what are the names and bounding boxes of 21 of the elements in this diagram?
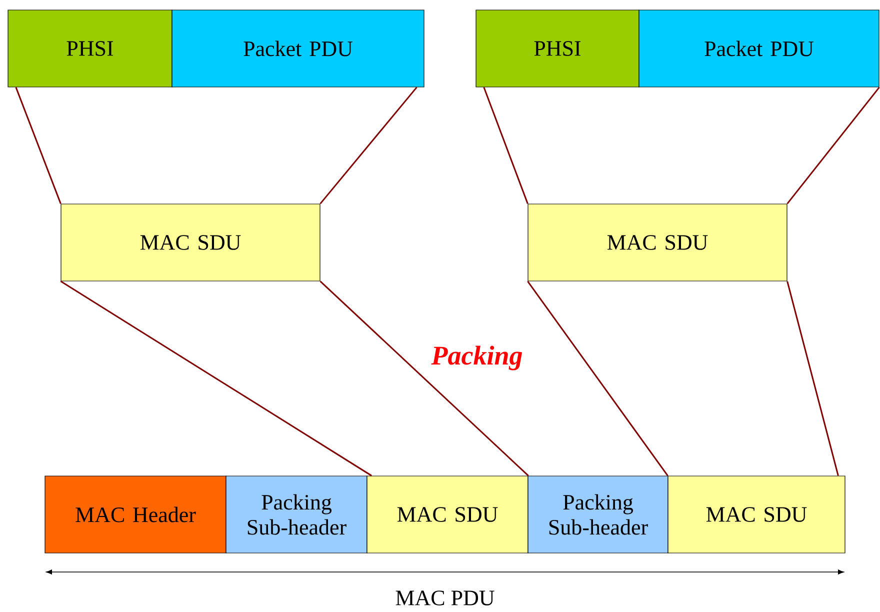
payload-field: Packet PDU [638, 10, 880, 88]
subheader-field: Packing Sub-header [226, 476, 368, 554]
mapping-line [320, 280, 529, 476]
header-field: MAC Header [44, 476, 226, 554]
mapping-line [320, 86, 418, 204]
annotation-label: Packing [431, 346, 522, 370]
header-field: PHSI [8, 10, 172, 88]
mapping-line [15, 87, 62, 204]
header-field: PHSI [476, 10, 640, 88]
payload-field: Packet PDU [172, 10, 424, 88]
subheader-field: Packing Sub-header [528, 476, 668, 554]
mapping-line [786, 86, 880, 204]
sdu-box: MAC SDU [528, 204, 788, 282]
dimension-label: MAC PDU [396, 590, 494, 606]
sdu-field: MAC SDU [366, 476, 528, 554]
mapping-line [483, 87, 528, 204]
sdu-field: MAC SDU [668, 476, 846, 554]
mapping-line [786, 281, 839, 476]
sdu-box: MAC SDU [60, 204, 320, 282]
mapping-line [60, 280, 372, 476]
mapping-line [527, 280, 668, 476]
